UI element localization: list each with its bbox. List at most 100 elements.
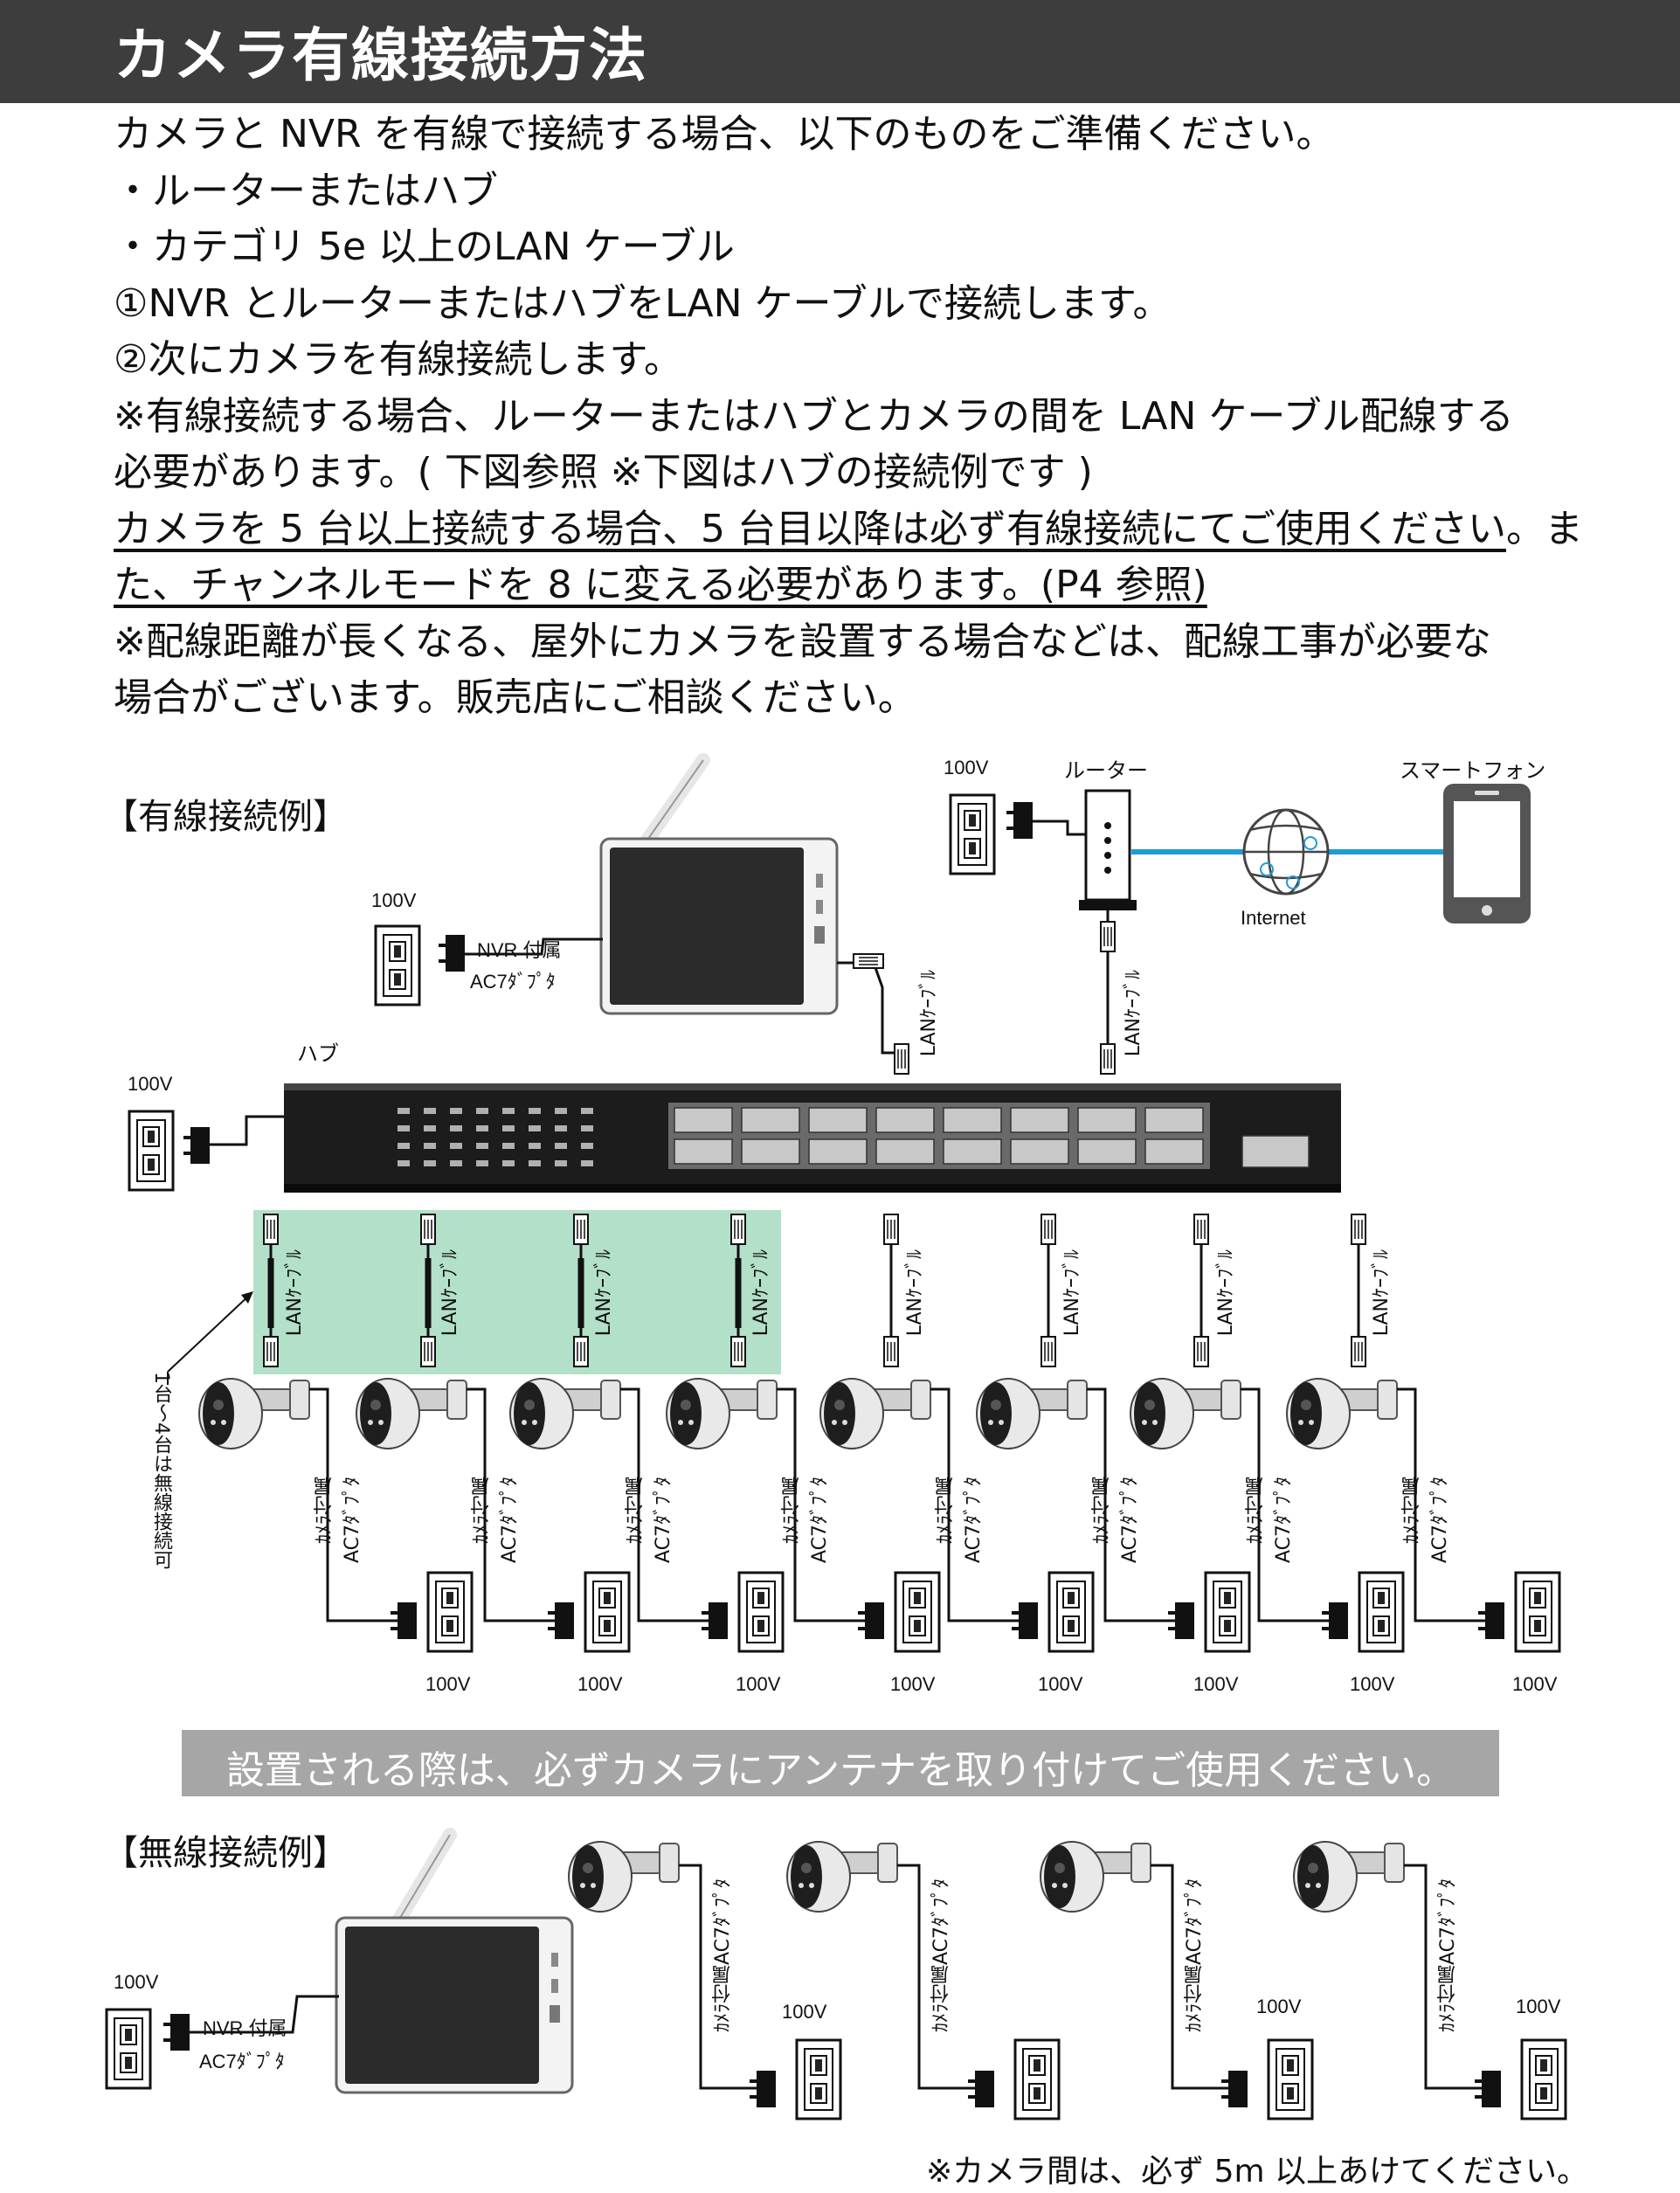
wireless-capable-highlight bbox=[253, 1210, 781, 1374]
plug-icon bbox=[163, 2014, 190, 2051]
voltage-label: 100V bbox=[577, 1673, 623, 1695]
lan-plug-icon bbox=[853, 953, 884, 969]
lan-plug-icon bbox=[883, 1214, 899, 1245]
smartphone-label: スマートフォン bbox=[1400, 759, 1546, 783]
camera-adapter-label: ｶﾒﾗ付属 bbox=[471, 1477, 493, 1545]
power-outlet-icon bbox=[1204, 1571, 1251, 1653]
power-outlet-icon bbox=[1013, 2038, 1061, 2120]
intro-line: カメラと NVR を有線で接続する場合、以下のものをご準備ください。 bbox=[114, 112, 1335, 156]
lan-plug-icon bbox=[1040, 1214, 1056, 1245]
wireless-capable-note: 1台〜4台は無線接続可 bbox=[150, 1372, 172, 1569]
camera-adapter-label: ｶﾒﾗ付属 bbox=[781, 1477, 803, 1545]
nvr-adapter-label: NVR 付属 bbox=[203, 2017, 287, 2039]
smartphone-icon bbox=[1443, 784, 1531, 924]
plug-icon bbox=[439, 935, 465, 972]
nvr-recorder-icon bbox=[335, 1916, 574, 2094]
lan-cable-label: LANｹｰﾌﾞﾙ bbox=[1215, 1249, 1237, 1337]
wireless-heading: 【無線接続例】 bbox=[103, 1833, 348, 1873]
router-icon bbox=[1084, 789, 1131, 902]
voltage-label: 100V bbox=[1350, 1673, 1395, 1695]
camera-icon bbox=[1130, 1378, 1241, 1449]
lan-plug-icon bbox=[263, 1214, 279, 1245]
power-outlet-icon bbox=[1520, 2038, 1567, 2120]
camera-icon bbox=[509, 1378, 621, 1449]
power-outlet-icon bbox=[1267, 2038, 1314, 2120]
voltage-label: 100V bbox=[371, 889, 417, 911]
camera-adapter-label: AC7ﾀﾞﾌﾟﾀ bbox=[1429, 1477, 1451, 1564]
antenna-notice-text: 設置される際は、必ずカメラにアンテナを取り付けてご使用ください。 bbox=[225, 1748, 1455, 1793]
lan-plug-icon bbox=[730, 1336, 746, 1367]
camera-adapter-label: ｶﾒﾗ付属AC7ﾀﾞﾌﾟﾀ bbox=[1437, 1878, 1459, 2033]
hub-label: ハブ bbox=[297, 1042, 339, 1066]
camera-icon bbox=[819, 1378, 931, 1449]
intro-text: カメラと NVR を有線で接続する場合、以下のものをご準備ください。 ・ルーター… bbox=[114, 107, 1599, 727]
nvr-adapter-label: AC7ﾀﾞﾌﾟﾀ bbox=[199, 2051, 285, 2072]
power-outlet-icon bbox=[426, 1571, 474, 1653]
power-outlet-icon bbox=[949, 793, 996, 875]
router-label: ルーター bbox=[1064, 759, 1148, 783]
plug-icon bbox=[183, 1127, 210, 1164]
voltage-label: 100V bbox=[944, 757, 989, 778]
camera-adapter-label: AC7ﾀﾞﾌﾟﾀ bbox=[1119, 1477, 1141, 1564]
lan-cable-label: LANｹｰﾌﾞﾙ bbox=[593, 1249, 615, 1337]
lan-plug-icon bbox=[263, 1336, 279, 1367]
voltage-label: 100V bbox=[890, 1673, 936, 1695]
power-outlet-icon bbox=[105, 2008, 152, 2090]
camera-adapter-label: AC7ﾀﾞﾌﾟﾀ bbox=[342, 1477, 363, 1564]
plug-icon bbox=[1006, 802, 1033, 839]
lan-plug-icon bbox=[1351, 1214, 1366, 1245]
power-outlet-icon bbox=[894, 1571, 941, 1653]
camera-icon bbox=[786, 1841, 898, 1913]
voltage-label: 100V bbox=[1512, 1673, 1558, 1695]
camera-adapter-label: ｶﾒﾗ付属 bbox=[935, 1477, 957, 1545]
lan-cable-label: LANｹｰﾌﾞﾙ bbox=[918, 970, 940, 1057]
lan-plug-icon bbox=[1193, 1336, 1209, 1367]
camera-adapter-label: AC7ﾀﾞﾌﾟﾀ bbox=[653, 1477, 674, 1564]
voltage-label: 100V bbox=[114, 1971, 159, 1993]
intro-line: 場合がございます。販売店にご相談ください。 bbox=[114, 675, 916, 720]
camera-icon bbox=[356, 1378, 467, 1449]
camera-icon bbox=[1286, 1378, 1398, 1449]
voltage-label: 100V bbox=[1256, 1996, 1302, 2017]
power-outlet-icon bbox=[374, 924, 421, 1007]
camera-adapter-label: AC7ﾀﾞﾌﾟﾀ bbox=[809, 1477, 831, 1564]
voltage-label: 100V bbox=[1516, 1996, 1561, 2017]
voltage-label: 100V bbox=[782, 2001, 827, 2023]
footnote: ※カメラ間は、必ず 5m 以上あけてください。 bbox=[926, 2154, 1588, 2190]
lan-cable-label: LANｹｰﾌﾞﾙ bbox=[284, 1249, 306, 1337]
camera-adapter-label: ｶﾒﾗ付属 bbox=[1401, 1477, 1423, 1545]
nvr-recorder-icon bbox=[599, 837, 839, 1015]
camera-icon bbox=[568, 1841, 680, 1913]
power-outlet-icon bbox=[737, 1571, 785, 1653]
intro-tail: 。ま bbox=[1505, 506, 1583, 551]
voltage-label: 100V bbox=[1193, 1673, 1239, 1695]
intro-line: ②次にカメラを有線接続します。 bbox=[114, 337, 683, 382]
camera-adapter-label: ｶﾒﾗ付属AC7ﾀﾞﾌﾟﾀ bbox=[930, 1878, 952, 2033]
lan-plug-icon bbox=[730, 1214, 746, 1245]
camera-icon bbox=[198, 1378, 310, 1449]
lan-cable-label: LANｹｰﾌﾞﾙ bbox=[750, 1249, 772, 1337]
power-outlet-icon bbox=[128, 1110, 175, 1192]
wired-heading: 【有線接続例】 bbox=[103, 797, 348, 837]
lan-cable-label: LANｹｰﾌﾞﾙ bbox=[1061, 1249, 1083, 1337]
voltage-label: 100V bbox=[128, 1073, 173, 1095]
camera-icon bbox=[1293, 1841, 1405, 1913]
lan-plug-icon bbox=[1351, 1336, 1366, 1367]
lan-plug-icon bbox=[420, 1336, 436, 1367]
intro-line: ※有線接続する場合、ルーターまたはハブとカメラの間を LAN ケーブル配線する bbox=[114, 393, 1514, 439]
nvr-adapter-label: NVR 付属 bbox=[477, 939, 562, 961]
underlined-text: カメラを 5 台以上接続する場合、5 台目以降は必ず有線接続にてご使用ください bbox=[114, 506, 1506, 551]
nvr-adapter-label: AC7ﾀﾞﾌﾟﾀ bbox=[470, 971, 556, 993]
intro-line: ・カテゴリ 5e 以上のLAN ケーブル bbox=[114, 225, 735, 269]
voltage-label: 100V bbox=[1038, 1673, 1083, 1695]
lan-plug-icon bbox=[1100, 921, 1116, 952]
hub-icon bbox=[284, 1083, 1341, 1193]
page-title: カメラ有線接続方法 bbox=[114, 22, 648, 89]
camera-adapter-label: ｶﾒﾗ付属AC7ﾀﾞﾌﾟﾀ bbox=[712, 1878, 734, 2033]
camera-adapter-label: ｶﾒﾗ付属 bbox=[1245, 1477, 1267, 1545]
voltage-label: 100V bbox=[736, 1673, 781, 1695]
camera-adapter-label: ｶﾒﾗ付属 bbox=[314, 1477, 335, 1545]
intro-line: 必要があります。( 下図参照 ※下図はハブの接続例です ) bbox=[114, 450, 1093, 495]
antenna-notice: 設置される際は、必ずカメラにアンテナを取り付けてご使用ください。 bbox=[182, 1730, 1499, 1796]
